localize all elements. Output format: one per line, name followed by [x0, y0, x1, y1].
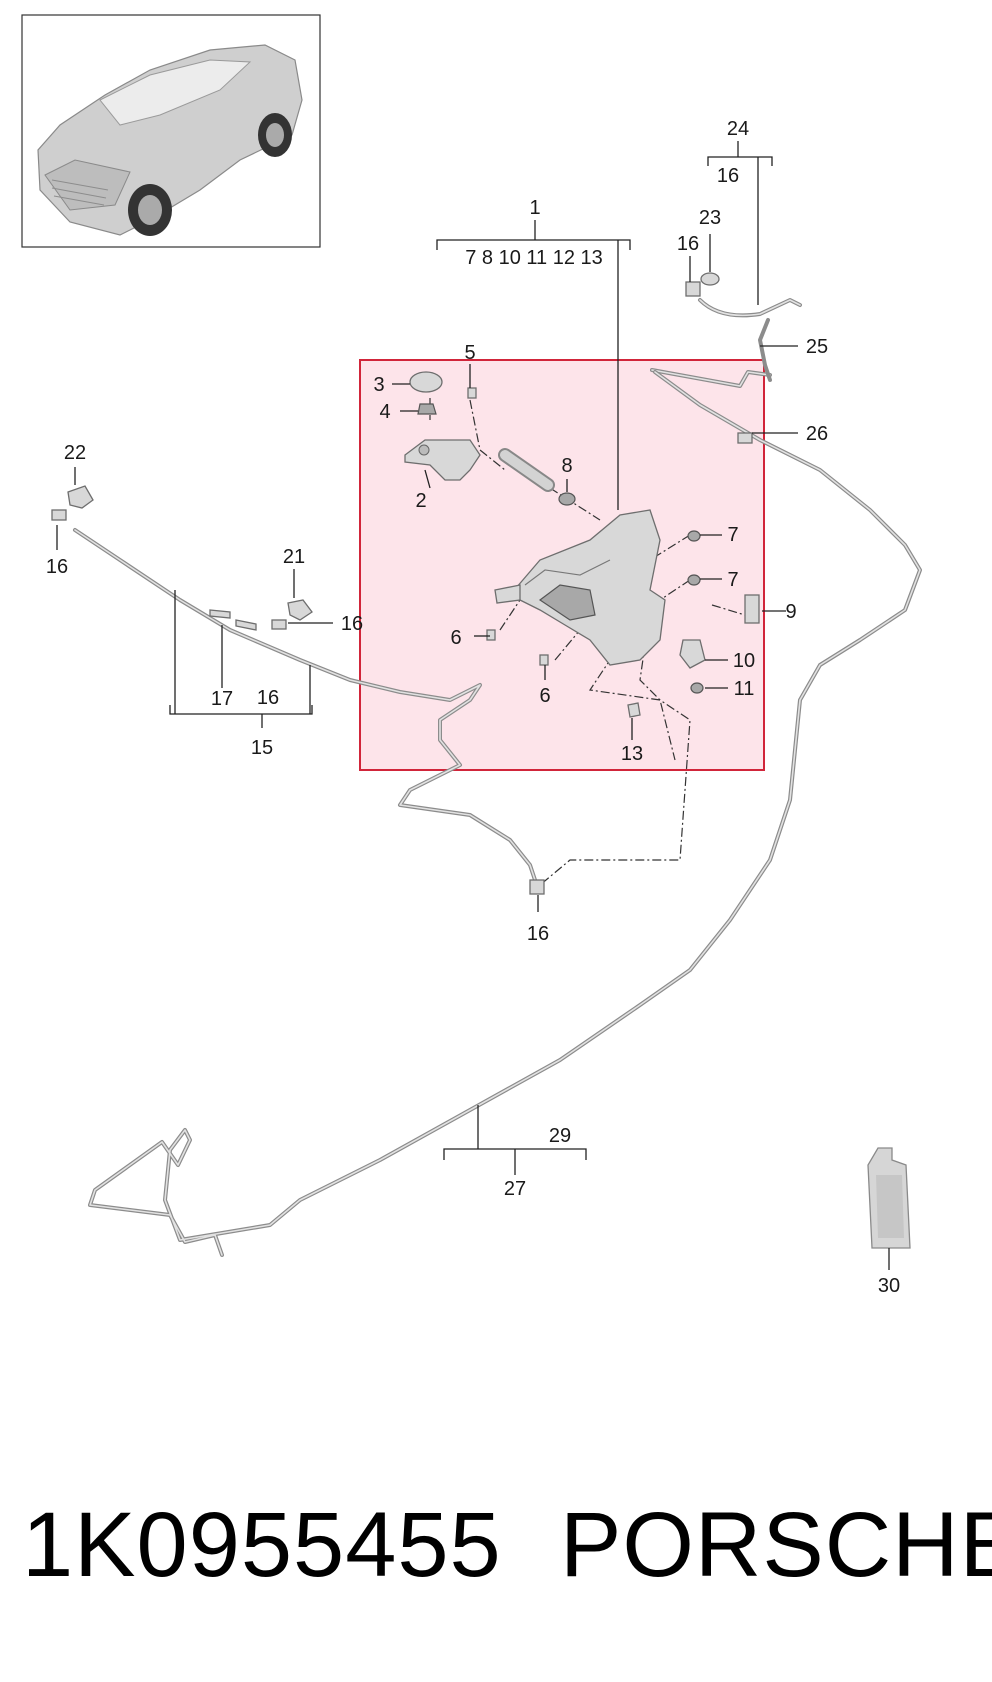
- grommet-8: [558, 492, 576, 506]
- label-17: 17: [211, 688, 233, 710]
- label-6b: 6: [539, 685, 550, 707]
- nozzle-22: [67, 485, 94, 509]
- label-7a: 7: [727, 524, 738, 546]
- label-13: 13: [621, 743, 643, 765]
- brand-name: PORSCHE: [560, 1494, 992, 1596]
- vehicle-thumbnail: [21, 14, 321, 248]
- connector-16-top: [685, 281, 701, 297]
- bracket-group-1: [436, 220, 631, 510]
- label-6a: 6: [450, 627, 461, 649]
- filler-cap: [409, 371, 443, 393]
- label-5: 5: [464, 342, 475, 364]
- screw-6a: [486, 629, 496, 641]
- label-3: 3: [373, 374, 384, 396]
- filler-bracket: [404, 439, 481, 481]
- leader-lines: [56, 234, 890, 1270]
- label-15: 15: [251, 737, 273, 759]
- label-26: 26: [806, 423, 828, 445]
- part-number: 1K0955455: [22, 1494, 502, 1596]
- footer: 1K0955455 PORSCHE: [0, 1490, 992, 1600]
- label-16-bottom: 16: [527, 923, 549, 945]
- hose-lines: [73, 298, 922, 1257]
- bracket-group-27: [443, 1105, 587, 1175]
- level-sensor-9: [744, 594, 760, 624]
- connector-26: [737, 432, 753, 444]
- screw-6b: [539, 654, 549, 666]
- label-24-sub16: 16: [717, 165, 739, 187]
- label-8: 8: [561, 455, 572, 477]
- filler-seal: [417, 403, 437, 415]
- label-4: 4: [379, 401, 390, 423]
- label-2: 2: [415, 490, 426, 512]
- label-24: 24: [727, 118, 749, 140]
- nozzle-23: [700, 272, 720, 286]
- connector-17: [209, 609, 257, 631]
- bracket-group-24: [707, 141, 773, 305]
- label-1: 1: [529, 197, 540, 219]
- label-16-left: 16: [46, 556, 68, 578]
- label-30: 30: [878, 1275, 900, 1297]
- label-11: 11: [734, 678, 755, 700]
- bracket-group-15: [169, 590, 313, 728]
- grommet-7a: [687, 530, 701, 542]
- small-clip-5: [467, 387, 477, 399]
- valve-13: [627, 702, 641, 718]
- label-10: 10: [733, 650, 755, 672]
- connector-16-mid: [271, 619, 287, 630]
- connector-16-left: [51, 509, 67, 521]
- label-22: 22: [64, 442, 86, 464]
- connector-16-bottom: [529, 879, 545, 895]
- label-29: 29: [549, 1125, 571, 1147]
- label-9: 9: [785, 601, 796, 623]
- washer-pump-10: [679, 639, 706, 669]
- grommet-11: [690, 682, 704, 694]
- label-21: 21: [283, 546, 305, 568]
- label-16-mid: 16: [341, 613, 363, 635]
- washer-reservoir: [494, 509, 666, 666]
- label-16-top: 16: [677, 233, 699, 255]
- label-1-sublist: 7 8 10 11 12 13: [465, 247, 603, 269]
- label-7b: 7: [727, 569, 738, 591]
- grommet-7b: [687, 574, 701, 586]
- neck-tube: [498, 448, 555, 492]
- fluid-bottle: [867, 1147, 911, 1249]
- label-25: 25: [806, 336, 828, 358]
- nozzle-21: [287, 599, 313, 621]
- label-15-sub16: 16: [257, 687, 279, 709]
- label-23: 23: [699, 207, 721, 229]
- label-27: 27: [504, 1178, 526, 1200]
